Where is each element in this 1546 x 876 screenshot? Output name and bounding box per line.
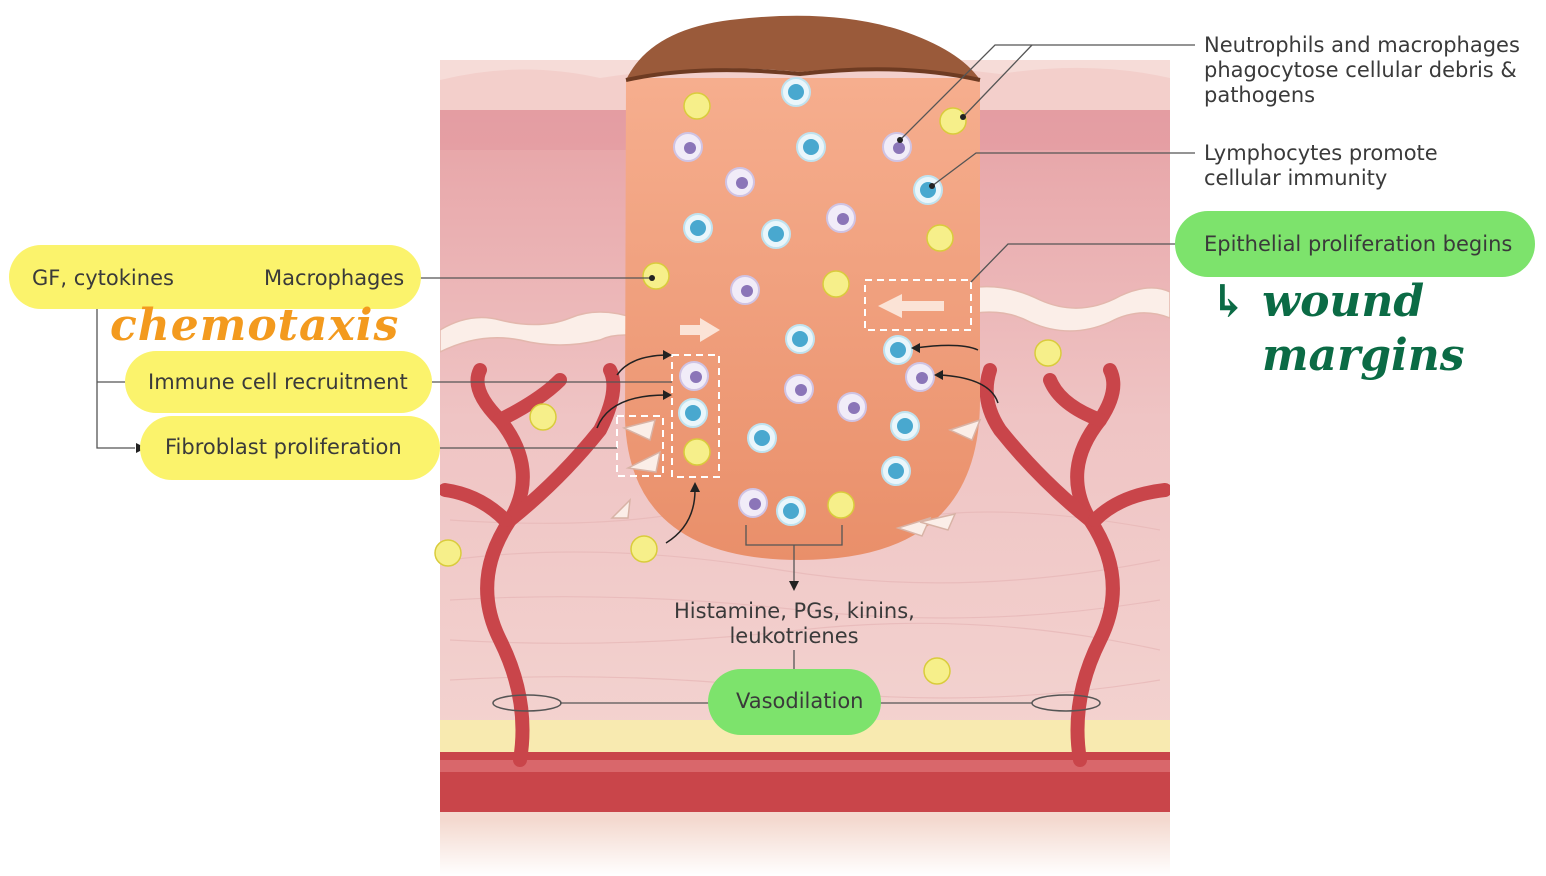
- fibroblast-cells: [610, 418, 982, 537]
- label-lymphocytes-line2: cellular immunity: [1204, 166, 1388, 190]
- label-neutrophils-line1: Neutrophils and macrophages: [1204, 33, 1520, 57]
- label-neutrophils-line3: pathogens: [1204, 83, 1316, 107]
- highlight-epithelial: [1175, 211, 1535, 277]
- epithelial-layer-right: [959, 285, 1170, 332]
- label-vasodilation: Vasodilation: [736, 689, 864, 713]
- lymphocyte-cells: [678, 77, 943, 526]
- label-lymphocytes: Lymphocytes promote cellular immunity: [1204, 141, 1438, 191]
- leader-lines: [96, 44, 1195, 704]
- highlight-fibroblast: [140, 416, 440, 480]
- annotation-chemotaxis: chemotaxis: [110, 300, 400, 351]
- label-mediators-line1: Histamine, PGs, kinins,: [674, 599, 915, 623]
- blood-vessel-left: [440, 363, 621, 767]
- scab: [626, 15, 980, 80]
- annotation-wound-margins-2: margins: [1262, 330, 1465, 381]
- highlight-vasodilation: [708, 669, 881, 735]
- label-mediators: Histamine, PGs, kinins, leukotrienes: [674, 599, 915, 649]
- neutrophil-cells: [673, 132, 935, 518]
- label-lymphocytes-line1: Lymphocytes promote: [1204, 141, 1438, 165]
- blood-vessel-right: [979, 363, 1170, 767]
- highlight-boxes: [616, 279, 972, 478]
- label-macrophages: Macrophages: [264, 266, 405, 290]
- highlight-immune-recruitment: [125, 351, 432, 413]
- wound-bed: [625, 78, 980, 560]
- annotation-wound-margins-1: ↳ wound: [1210, 276, 1425, 327]
- label-immune-cell-recruitment: Immune cell recruitment: [148, 370, 408, 394]
- label-epithelial-proliferation: Epithelial proliferation begins: [1204, 232, 1513, 256]
- label-mediators-line2: leukotrienes: [729, 624, 859, 648]
- label-neutrophils-line2: phagocytose cellular debris &: [1204, 58, 1517, 82]
- highlight-gf-macrophages: [9, 245, 421, 309]
- label-fibroblast-proliferation: Fibroblast proliferation: [165, 435, 402, 459]
- label-gf-cytokines: GF, cytokines: [32, 266, 174, 290]
- macrophage-cells: [434, 92, 1062, 685]
- label-neutrophils: Neutrophils and macrophages phagocytose …: [1204, 33, 1520, 108]
